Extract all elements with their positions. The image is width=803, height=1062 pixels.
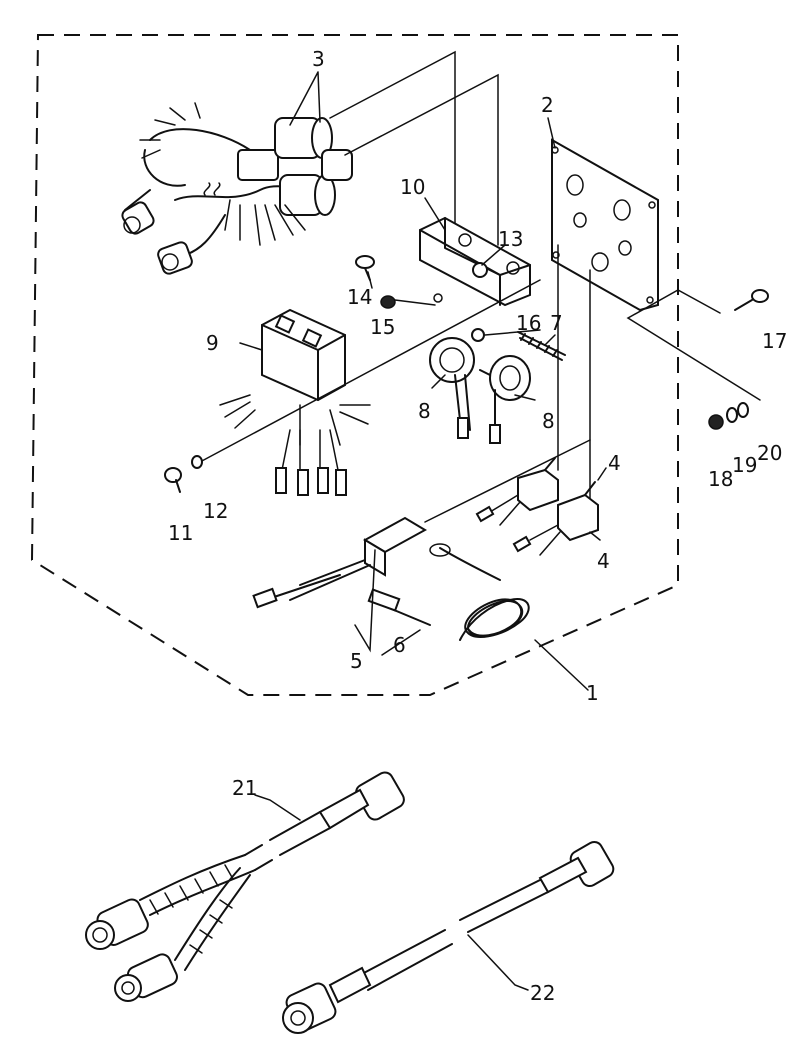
part-8-relay-left <box>429 337 475 439</box>
callout-17: 17 <box>762 329 787 353</box>
callout-10: 10 <box>400 175 425 199</box>
part-15-washer <box>380 295 396 309</box>
callout-15: 15 <box>370 315 395 339</box>
part-7-clip <box>517 331 566 361</box>
callout-13: 13 <box>498 227 523 251</box>
part-14-screw <box>355 255 375 281</box>
callout-22: 22 <box>530 981 555 1005</box>
part-22-extension-harness <box>282 840 615 1034</box>
callout-5: 5 <box>350 649 363 673</box>
callout-12: 12 <box>203 499 228 523</box>
part-4-switch-upper <box>475 457 559 526</box>
callout-16: 16 <box>516 311 541 335</box>
callout-1: 1 <box>586 681 599 705</box>
callout-4-lower: 4 <box>597 549 610 573</box>
part-4-switch-lower <box>512 481 599 556</box>
callout-14: 14 <box>347 285 372 309</box>
part-16-nut <box>471 328 485 342</box>
part-13-nut <box>472 262 488 278</box>
part-11-screw <box>164 467 182 493</box>
part-21-y-harness <box>85 771 405 1002</box>
part-19-washer <box>726 407 738 423</box>
callout-9: 9 <box>206 331 219 355</box>
callout-2: 2 <box>541 93 554 117</box>
part-5-main-switch <box>252 516 428 609</box>
callout-8-left: 8 <box>418 399 431 423</box>
part-20-washer <box>737 402 749 418</box>
part-9-control-unit <box>219 308 371 496</box>
part-12-washer <box>191 455 203 469</box>
part-8-relay-right <box>479 355 531 444</box>
callout-4-upper: 4 <box>608 451 621 475</box>
part-17-screw <box>734 289 769 311</box>
callout-8-right: 8 <box>542 409 555 433</box>
callout-21: 21 <box>232 776 257 800</box>
part-18-nut <box>708 414 724 430</box>
callout-6: 6 <box>393 633 406 657</box>
callout-7: 7 <box>550 311 563 335</box>
assembly-boundary <box>30 34 679 696</box>
part-6-lanyard-cord <box>367 543 530 641</box>
callout-3: 3 <box>312 47 325 71</box>
part-3-main-harness <box>121 102 353 275</box>
callout-20: 20 <box>757 441 782 465</box>
callout-18: 18 <box>708 467 733 491</box>
part-2-mounting-plate <box>551 138 659 312</box>
callout-19: 19 <box>732 453 757 477</box>
callout-11: 11 <box>168 521 193 545</box>
